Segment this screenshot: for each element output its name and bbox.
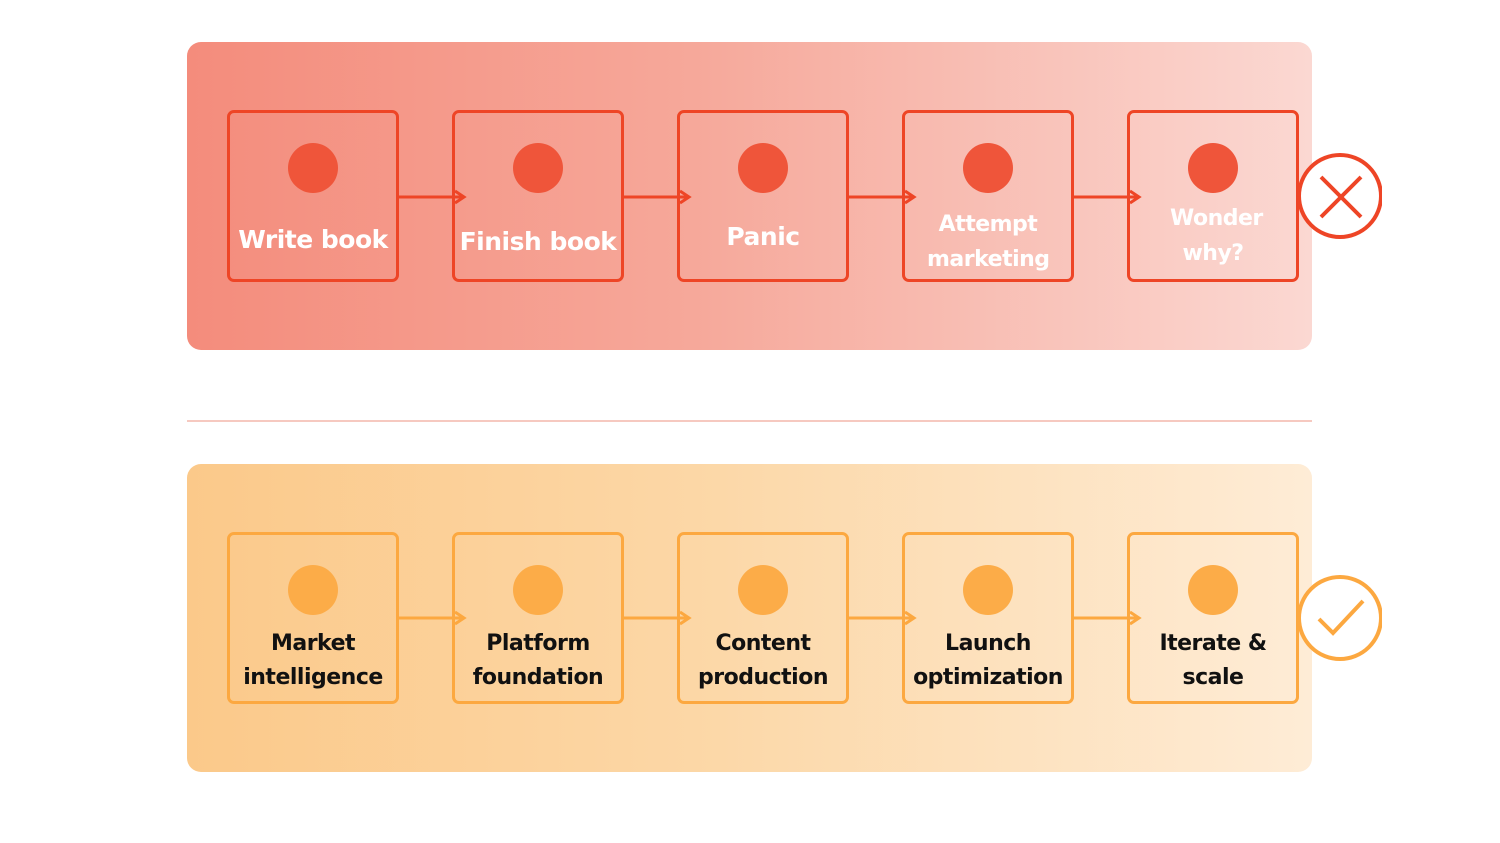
arrow-right-icon — [1074, 610, 1142, 626]
step-label: Content production — [698, 631, 829, 690]
section-divider — [187, 420, 1312, 422]
step-dot-icon — [513, 143, 563, 193]
step-dot-icon — [963, 143, 1013, 193]
arrow-right-icon — [849, 189, 917, 205]
step-label: Launch optimization — [913, 631, 1063, 690]
step-label: Write book — [238, 225, 388, 254]
step-label: Finish book — [459, 227, 617, 256]
wrong-step-3: Panic — [677, 110, 849, 282]
step-label: Iterate & scale — [1159, 631, 1267, 690]
right-step-1: Market intelligence — [227, 532, 399, 704]
right-step-3: Content production — [677, 532, 849, 704]
diagram-canvas: Write book Finish book Panic Attempt mar… — [187, 42, 1382, 772]
arrow-right-icon — [624, 189, 692, 205]
arrow-right-icon — [399, 610, 467, 626]
wrong-step-1: Write book — [227, 110, 399, 282]
wrong-step-4: Attempt marketing — [902, 110, 1074, 282]
step-dot-icon — [738, 143, 788, 193]
step-dot-icon — [963, 565, 1013, 615]
right-step-5: Iterate & scale — [1127, 532, 1299, 704]
right-step-4: Launch optimization — [902, 532, 1074, 704]
arrow-right-icon — [1074, 189, 1142, 205]
step-label: Panic — [726, 222, 800, 251]
arrow-right-icon — [624, 610, 692, 626]
arrow-right-icon — [849, 610, 917, 626]
check-circle-icon — [1297, 575, 1382, 661]
step-dot-icon — [1188, 565, 1238, 615]
step-dot-icon — [288, 565, 338, 615]
wrong-step-5: Wonder why? — [1127, 110, 1299, 282]
x-circle-icon — [1297, 153, 1382, 239]
step-dot-icon — [738, 565, 788, 615]
step-dot-icon — [288, 143, 338, 193]
step-dot-icon — [513, 565, 563, 615]
step-label: Attempt marketing — [927, 212, 1050, 272]
right-step-2: Platform foundation — [452, 532, 624, 704]
step-label: Market intelligence — [243, 631, 383, 690]
arrow-right-icon — [399, 189, 467, 205]
step-label: Platform foundation — [472, 631, 604, 690]
step-dot-icon — [1188, 143, 1238, 193]
step-label: Wonder why? — [1170, 206, 1263, 266]
wrong-step-2: Finish book — [452, 110, 624, 282]
